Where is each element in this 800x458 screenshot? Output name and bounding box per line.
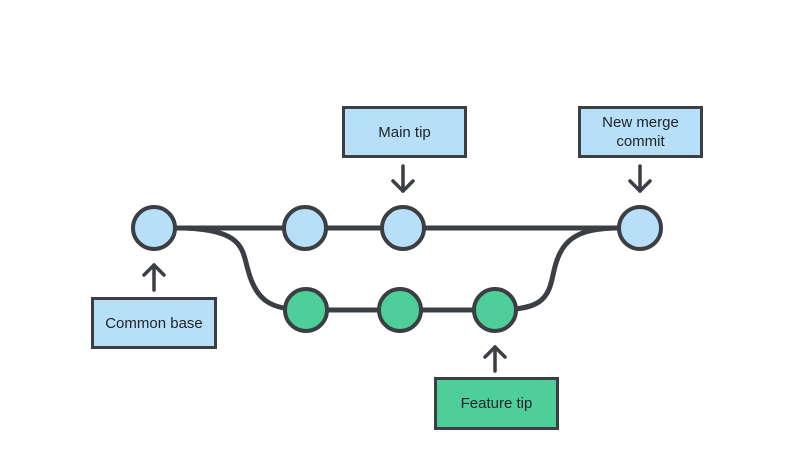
commit-feature-tip	[472, 287, 518, 333]
commit-feature-1	[283, 287, 329, 333]
main-tip-label-text: Main tip	[378, 123, 431, 141]
new-merge-commit-label: New merge commit	[578, 106, 703, 158]
common-base-label: Common base	[91, 297, 217, 349]
feature-branch-split-curve	[173, 225, 309, 313]
arrow-merge	[628, 164, 652, 193]
commit-main-1	[282, 205, 328, 251]
common-base-label-text: Common base	[105, 314, 203, 332]
commit-feature-2	[377, 287, 423, 333]
arrow-main-tip	[391, 164, 415, 193]
feature-tip-label: Feature tip	[434, 377, 559, 430]
main-tip-label: Main tip	[342, 106, 467, 158]
commit-common-base	[131, 205, 177, 251]
new-merge-commit-label-text: New merge commit	[602, 114, 679, 150]
arrow-common-base	[142, 263, 166, 292]
feature-branch-merge-curve	[492, 225, 623, 313]
arrow-feature-tip	[483, 345, 507, 373]
commit-merge	[617, 205, 663, 251]
feature-tip-label-text: Feature tip	[460, 395, 533, 412]
commit-main-tip	[380, 205, 426, 251]
